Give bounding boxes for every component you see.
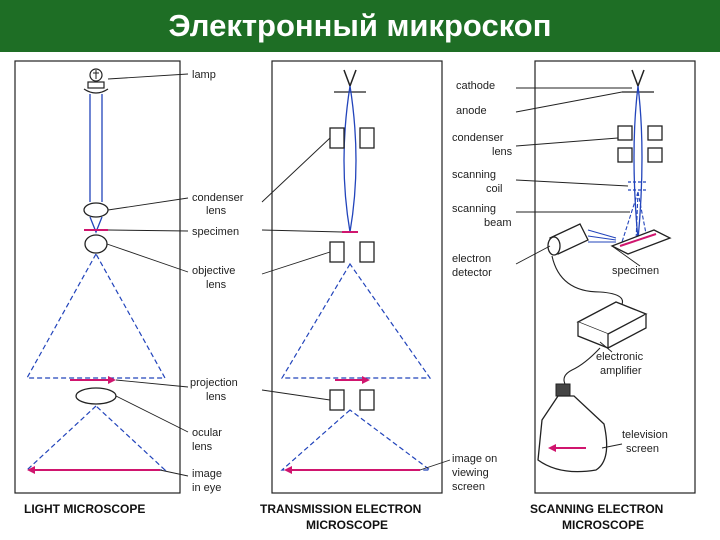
label-amplifier-1: electronic: [596, 351, 644, 363]
label-scanning-beam-2: beam: [484, 217, 512, 229]
light-projection-lens-icon: [75, 387, 117, 405]
light-ocular-cone: [25, 405, 167, 471]
scanning-panel-frame: [534, 60, 696, 494]
caption-light-microscope: LIGHT MICROSCOPE: [24, 502, 145, 516]
tem-projection-coil-right: [359, 389, 375, 411]
scanning-microscope-panel: [515, 60, 696, 494]
caption-sem-2: MICROSCOPE: [562, 518, 644, 532]
transmission-panel-frame: [271, 60, 443, 494]
tem-objective-coil-right: [359, 241, 375, 263]
sem-detector-signal: [587, 229, 617, 243]
tem-intermediate-cone: [280, 262, 432, 379]
sem-condenser-coil-left-1: [617, 125, 633, 141]
label-ocular-2: lens: [192, 441, 213, 453]
page-title: Электронный микроскоп: [168, 8, 552, 43]
label-image-screen-2: viewing: [452, 467, 489, 479]
title-bar: [0, 0, 720, 52]
caption-tem-2: MICROSCOPE: [306, 518, 388, 532]
tem-objective-coil-left: [329, 241, 345, 263]
light-objective-lens-icon: [84, 234, 108, 254]
sem-detector-cable: [551, 255, 624, 309]
label-light-condenser-2: lens: [206, 205, 227, 217]
light-intermediate-cone: [25, 252, 167, 379]
light-beam: [89, 94, 103, 202]
label-electron-detector-2: detector: [452, 267, 492, 279]
label-objective-1: objective: [192, 265, 235, 277]
sem-condenser-coil-right-2: [647, 147, 663, 163]
label-scanning-beam-1: scanning: [452, 203, 496, 215]
label-scanning-coil-2: coil: [486, 183, 503, 195]
label-image-screen-1: image on: [452, 453, 497, 465]
label-lamp: lamp: [192, 69, 216, 81]
microscope-comparison-diagram: lamp condenser lens specimen objective l…: [14, 60, 696, 532]
label-light-specimen: specimen: [192, 226, 239, 238]
tem-projection-coil-left: [329, 389, 345, 411]
caption-tem-1: TRANSMISSION ELECTRON: [260, 502, 421, 516]
tem-beam: [343, 85, 357, 233]
sem-specimen-plate: [610, 229, 672, 255]
caption-sem-1: SCANNING ELECTRON: [530, 502, 663, 516]
electronic-amplifier-icon: [576, 301, 648, 349]
label-electron-detector-1: electron: [452, 253, 491, 265]
light-panel-frame: [14, 60, 181, 494]
label-cathode: cathode: [456, 80, 495, 92]
label-amplifier-2: amplifier: [600, 365, 642, 377]
label-anode: anode: [456, 105, 487, 117]
label-tem-condenser-1: condenser: [452, 132, 504, 144]
light-condenser-lens-icon: [83, 202, 109, 218]
label-light-condenser-1: condenser: [192, 192, 244, 204]
label-image-screen-3: screen: [452, 481, 485, 493]
label-tv-1: television: [622, 429, 668, 441]
transmission-microscope-panel: [261, 60, 443, 494]
label-sem-specimen: specimen: [612, 265, 659, 277]
sem-cathode-icon: [631, 69, 645, 89]
label-projection-1: projection: [190, 377, 238, 389]
label-image-1: image: [192, 468, 222, 480]
tem-projection-cone: [280, 409, 432, 471]
light-microscope-panel: [14, 60, 189, 494]
label-objective-2: lens: [206, 279, 227, 291]
sem-condenser-coil-left-2: [617, 147, 633, 163]
tem-condenser-coil-left: [329, 127, 345, 149]
tem-condenser-coil-right: [359, 127, 375, 149]
sem-scanning-coil: [628, 181, 648, 191]
label-scanning-coil-1: scanning: [452, 169, 496, 181]
label-image-2: in eye: [192, 482, 221, 494]
sem-amplifier-cable: [563, 347, 601, 387]
lamp-icon: [83, 68, 109, 94]
label-projection-2: lens: [206, 391, 227, 403]
electron-detector-icon: [547, 223, 589, 256]
label-tem-condenser-2: lens: [492, 146, 513, 158]
label-ocular-1: ocular: [192, 427, 222, 439]
television-screen-icon: [537, 383, 608, 473]
sem-beam: [633, 85, 643, 241]
label-tv-2: screen: [626, 443, 659, 455]
tem-cathode-icon: [343, 69, 357, 89]
sem-condenser-coil-right-1: [647, 125, 663, 141]
